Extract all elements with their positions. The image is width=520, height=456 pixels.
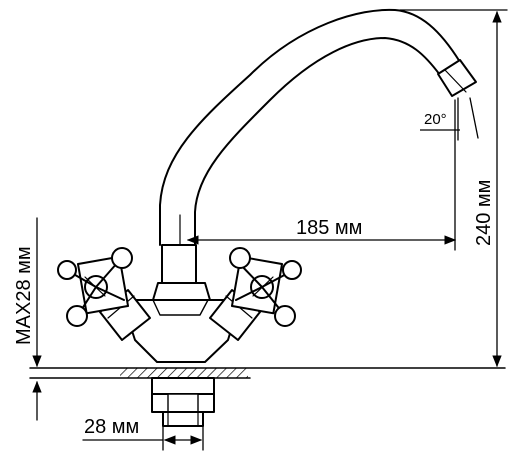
mounting-shank: [151, 377, 215, 427]
thread-diameter-label: 28 мм: [84, 416, 139, 438]
right-handle-knob-1: [229, 247, 251, 269]
left-valve: [57, 247, 151, 341]
aerator: [437, 59, 477, 97]
spout-reach-label: 185 мм: [296, 217, 362, 239]
left-handle-knob-2: [111, 247, 133, 269]
right-handle-knob-2: [282, 260, 302, 280]
total-height-label: 240 мм: [473, 180, 495, 246]
max-mount-thickness-label: MAX28 мм: [13, 246, 35, 345]
right-valve: [209, 247, 302, 341]
left-handle-knob-1: [57, 260, 77, 280]
right-handle-knob-3: [274, 305, 296, 327]
mounting-surface: [29, 367, 506, 379]
spout: [159, 8, 461, 246]
left-handle-knob-3: [66, 305, 88, 327]
dimension-lines: [32, 9, 508, 451]
faucet-stem: [161, 244, 197, 284]
spout-angle-label: 20°: [424, 111, 447, 128]
